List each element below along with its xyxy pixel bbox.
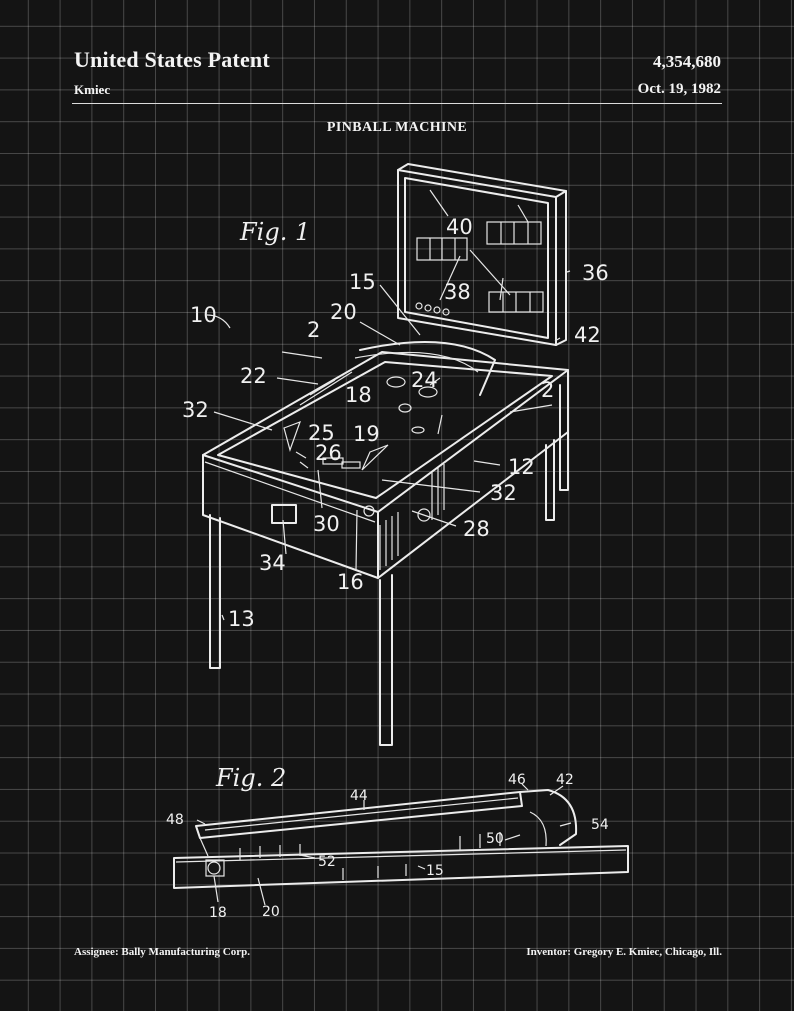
ref-10: 10 (190, 303, 217, 327)
ref-24: 24 (411, 368, 438, 392)
ref-36: 36 (582, 261, 609, 285)
ref-12: 12 (508, 455, 535, 479)
invention-title: PINBALL MACHINE (326, 120, 468, 135)
ref-2a: 2 (307, 318, 320, 342)
fig1-label: Fig. 1 (239, 218, 310, 246)
ref-15: 15 (349, 270, 376, 294)
assignee-line: Assignee: Bally Manufacturing Corp. (74, 946, 250, 958)
ref-28: 28 (463, 517, 490, 541)
ref-18: 18 (345, 383, 372, 407)
patent-title: United States Patent (74, 47, 270, 72)
ref-48: 48 (166, 812, 184, 828)
ref-20: 20 (330, 300, 357, 324)
header-divider (72, 103, 722, 104)
ref-16: 16 (337, 570, 364, 594)
ref-19: 19 (353, 422, 380, 446)
ref-32a: 32 (182, 398, 209, 422)
fig1-drawing: Fig. 1 10 2 15 20 22 24 18 32 25 19 26 4… (182, 163, 609, 746)
ref-30: 30 (313, 512, 340, 536)
ref-32b: 32 (490, 481, 517, 505)
ref-26: 26 (315, 441, 342, 465)
ref-52: 52 (318, 854, 336, 870)
ref-42: 42 (574, 323, 601, 347)
patent-number: 4,354,680 (653, 52, 721, 71)
ref-18-fig2: 18 (209, 905, 227, 921)
ref-2b: 2 (541, 378, 554, 402)
ref-20-fig2: 20 (262, 904, 280, 920)
ref-34: 34 (259, 551, 286, 575)
ref-46: 46 (508, 772, 526, 788)
ref-15-fig2: 15 (426, 863, 444, 879)
ref-54: 54 (591, 817, 609, 833)
patent-date: Oct. 19, 1982 (637, 81, 721, 97)
ref-42-fig2: 42 (556, 772, 574, 788)
ref-25: 25 (308, 421, 335, 445)
ref-50: 50 (486, 831, 504, 847)
ref-22: 22 (240, 364, 267, 388)
ref-40: 40 (446, 215, 473, 239)
inventor-line: Inventor: Gregory E. Kmiec, Chicago, Ill… (526, 946, 722, 958)
fig2-drawing: Fig. 2 44 46 42 48 50 54 52 15 18 20 (166, 764, 629, 921)
inventor-surname: Kmiec (74, 82, 111, 97)
ref-44: 44 (350, 788, 368, 804)
fig2-label: Fig. 2 (215, 764, 286, 792)
ref-38: 38 (444, 280, 471, 304)
ref-13: 13 (228, 607, 255, 631)
